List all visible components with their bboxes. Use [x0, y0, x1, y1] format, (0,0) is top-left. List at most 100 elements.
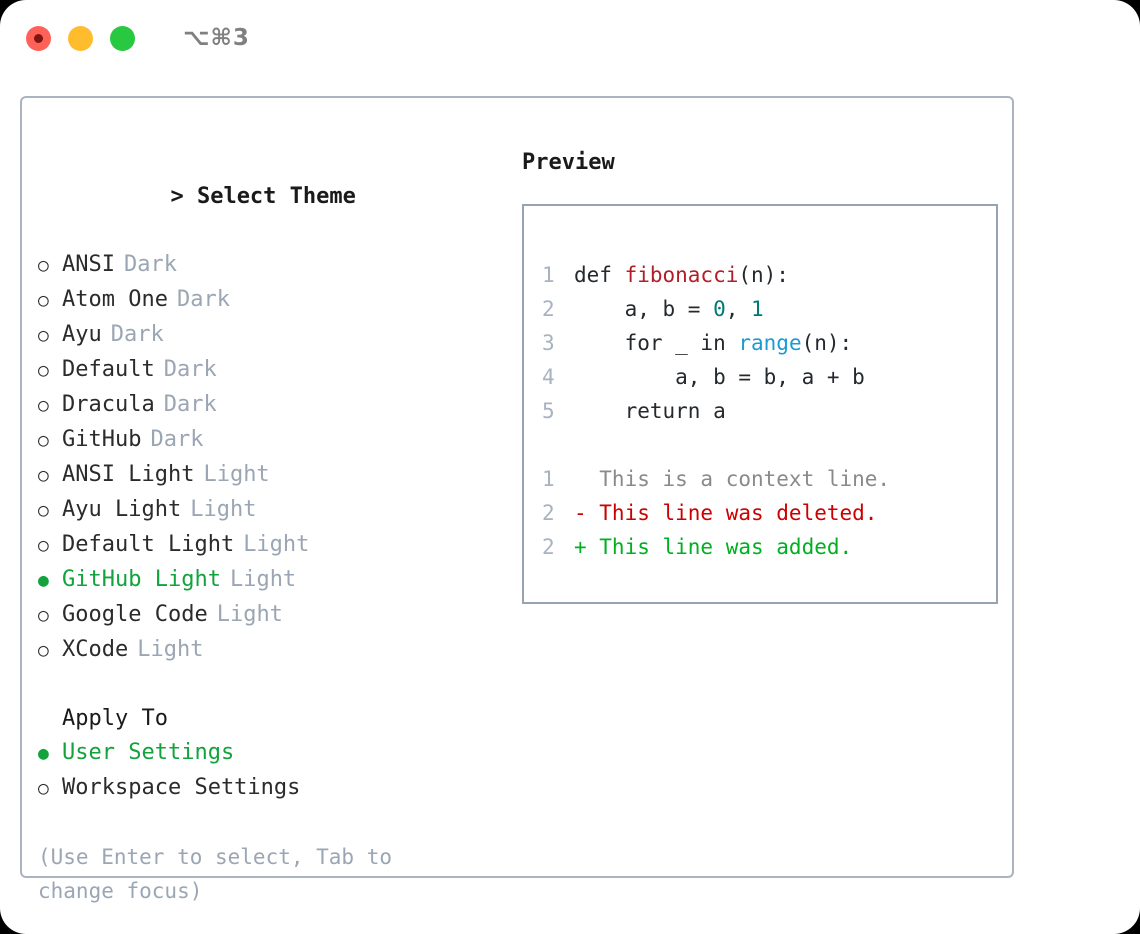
code-token-plain: for _ in	[574, 331, 739, 355]
code-token-call: range	[738, 331, 802, 355]
code-line: 1 def fibonacci(n):	[542, 258, 996, 292]
theme-option-tag: Light	[216, 602, 283, 627]
code-line: 2 a, b = 0, 1	[542, 292, 996, 326]
apply-to-heading: Apply To	[62, 706, 168, 731]
minimize-window-button[interactable]	[68, 25, 93, 51]
apply-to-list[interactable]: ● User Settings ○ Workspace Settings	[38, 736, 498, 806]
radio-unselected-icon: ○	[38, 430, 49, 451]
theme-option-label: Default	[62, 357, 155, 382]
theme-option-tag: Light	[203, 462, 270, 487]
apply-to-option-label: User Settings	[62, 740, 235, 765]
theme-option-tag: Light	[190, 497, 257, 522]
code-line-content: a, b = 0, 1	[574, 292, 764, 326]
radio-unselected-icon: ○	[38, 325, 49, 346]
theme-option-xcode[interactable]: ○ XCode Light	[38, 633, 498, 668]
prompt-caret-icon: >	[170, 184, 184, 209]
apply-to-option-label: Workspace Settings	[62, 775, 301, 800]
close-window-button[interactable]	[26, 25, 51, 51]
code-token-num: 0	[713, 297, 726, 321]
theme-option-label: Ayu	[62, 322, 102, 347]
theme-option-label: GitHub Light	[62, 567, 221, 592]
radio-unselected-icon: ○	[38, 535, 49, 556]
diff-line-added: 2+ This line was added.	[542, 530, 996, 564]
theme-option-default[interactable]: ○ Default Dark	[38, 353, 498, 388]
code-line-content: def fibonacci(n):	[574, 258, 789, 292]
apply-to-option-user-settings[interactable]: ● User Settings	[38, 736, 498, 771]
radio-unselected-icon: ○	[38, 465, 49, 486]
theme-option-label: Google Code	[62, 602, 208, 627]
theme-option-tag: Light	[229, 567, 297, 592]
select-theme-heading: > Select Theme	[38, 146, 498, 248]
radio-unselected-icon: ○	[38, 605, 49, 626]
line-number: 2	[542, 297, 555, 321]
theme-option-default-light[interactable]: ○ Default Light Light	[38, 528, 498, 563]
traffic-lights	[26, 25, 135, 51]
code-line: 3 for _ in range(n):	[542, 326, 996, 360]
theme-option-tag: Light	[243, 532, 310, 557]
code-line: 5 return a	[542, 394, 996, 428]
code-token-plain: a, b = b, a + b	[574, 365, 865, 389]
diff-line-deleted: 2 - This line was deleted.	[542, 496, 996, 530]
radio-selected-icon: ●	[38, 570, 49, 591]
theme-option-atom-one[interactable]: ○ Atom One Dark	[38, 283, 498, 318]
theme-option-label: GitHub	[62, 427, 142, 452]
line-number: 2	[542, 501, 555, 525]
theme-option-tag: Dark	[163, 392, 217, 417]
theme-option-label: Ayu Light	[62, 497, 182, 522]
theme-option-github-light[interactable]: ● GitHub Light Light	[38, 563, 498, 598]
theme-option-label: ANSI	[62, 252, 115, 277]
line-number: 4	[542, 365, 555, 389]
code-spacer	[542, 428, 996, 462]
radio-unselected-icon: ○	[38, 360, 49, 381]
radio-selected-icon: ●	[38, 743, 49, 764]
maximize-window-button[interactable]	[110, 25, 135, 51]
line-number: 3	[542, 331, 555, 355]
code-token-plain: ,	[725, 297, 752, 321]
theme-option-github[interactable]: ○ GitHub Dark	[38, 423, 498, 458]
code-line-content: for _ in range(n):	[574, 326, 853, 360]
apply-to-option-workspace-settings[interactable]: ○ Workspace Settings	[38, 771, 498, 806]
radio-unselected-icon: ○	[38, 290, 49, 311]
theme-option-ayu[interactable]: ○ Ayu Dark	[38, 318, 498, 353]
line-number: 1	[542, 467, 555, 491]
code-token-plain: def	[574, 263, 625, 287]
radio-unselected-icon: ○	[38, 778, 49, 799]
radio-unselected-icon: ○	[38, 395, 49, 416]
theme-option-label: XCode	[62, 637, 129, 662]
line-number: 5	[542, 399, 555, 423]
keyboard-shortcut-label: ⌥⌘3	[183, 25, 250, 51]
theme-option-ansi-light[interactable]: ○ ANSI Light Light	[38, 458, 498, 493]
theme-option-label: Dracula	[62, 392, 155, 417]
theme-option-dracula[interactable]: ○ Dracula Dark	[38, 388, 498, 423]
theme-option-tag: Dark	[163, 357, 217, 382]
theme-option-tag: Dark	[176, 287, 230, 312]
theme-option-label: Default Light	[62, 532, 235, 557]
code-token-plain: (n):	[801, 331, 853, 355]
theme-option-tag: Light	[137, 637, 204, 662]
diff-line-content: - This line was deleted.	[574, 501, 878, 525]
theme-option-tag: Dark	[110, 322, 164, 347]
diff-sample: 1 This is a context line.2- This line wa…	[542, 462, 996, 564]
line-number: 1	[542, 263, 555, 287]
theme-option-label: Atom One	[62, 287, 168, 312]
code-token-plain: return a	[574, 399, 726, 423]
theme-option-label: ANSI Light	[62, 462, 195, 487]
select-theme-label: Select Theme	[196, 184, 356, 209]
theme-option-tag: Dark	[123, 252, 177, 277]
preview-heading: Preview	[522, 150, 615, 175]
code-token-plain: a, b =	[574, 297, 714, 321]
theme-option-google-code[interactable]: ○ Google Code Light	[38, 598, 498, 633]
theme-option-tag: Dark	[150, 427, 204, 452]
code-line-content: return a	[574, 394, 726, 428]
radio-unselected-icon: ○	[38, 640, 49, 661]
code-line: 4 a, b = b, a + b	[542, 360, 996, 394]
